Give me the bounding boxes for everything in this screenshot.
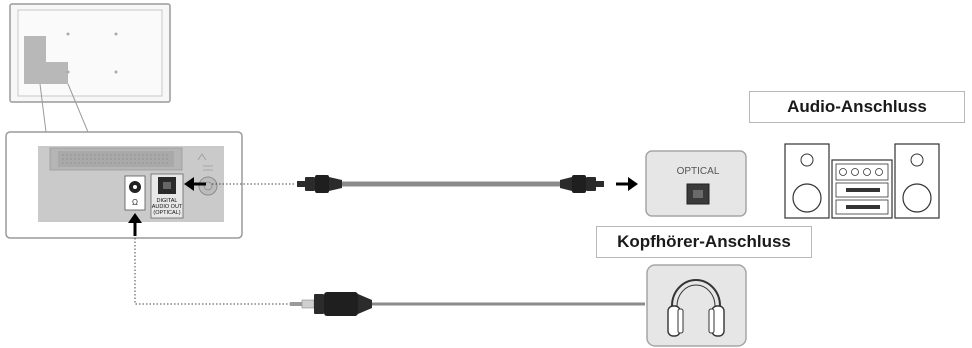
optical-device-label: OPTICAL	[677, 166, 720, 177]
headphones-icon	[667, 279, 725, 337]
digital-label-line1: DIGITAL	[157, 198, 178, 204]
optical-device-port-hole	[693, 190, 703, 198]
arrow-right	[616, 177, 638, 191]
ant-port-inner	[203, 181, 213, 191]
tv-port-area	[24, 36, 68, 84]
zoom-line	[39, 83, 47, 133]
digital-label-line3: (OPTICAL)	[153, 210, 180, 216]
tv-screw	[114, 32, 118, 36]
tv-screw	[66, 32, 70, 36]
headphone-port-symbol: Ω	[132, 198, 138, 207]
speaker-right	[894, 143, 940, 219]
optical-cable	[297, 175, 604, 193]
headphone-dotted-line	[134, 238, 290, 305]
headphone-cable	[290, 292, 645, 316]
optical-port-hole	[163, 182, 171, 189]
headphone-connection-label: Kopfhörer-Anschluss	[596, 226, 812, 258]
tv-screw	[66, 70, 70, 74]
tv-back	[9, 3, 171, 103]
audio-connection-label: Audio-Anschluss	[749, 91, 965, 123]
tv-screw	[114, 70, 118, 74]
headphone-jack-hole	[133, 185, 137, 189]
speaker-left	[784, 143, 830, 219]
arrow-up	[128, 213, 142, 236]
ant-port	[198, 176, 218, 196]
zoom-line	[67, 83, 89, 133]
scart-pins	[62, 154, 170, 164]
ant-marks	[197, 153, 213, 171]
digital-label-line2: AUDIO OUT	[152, 204, 183, 210]
arrow-left	[184, 177, 206, 191]
audio-system-icon	[784, 143, 940, 219]
headphone-device-box	[646, 264, 747, 347]
